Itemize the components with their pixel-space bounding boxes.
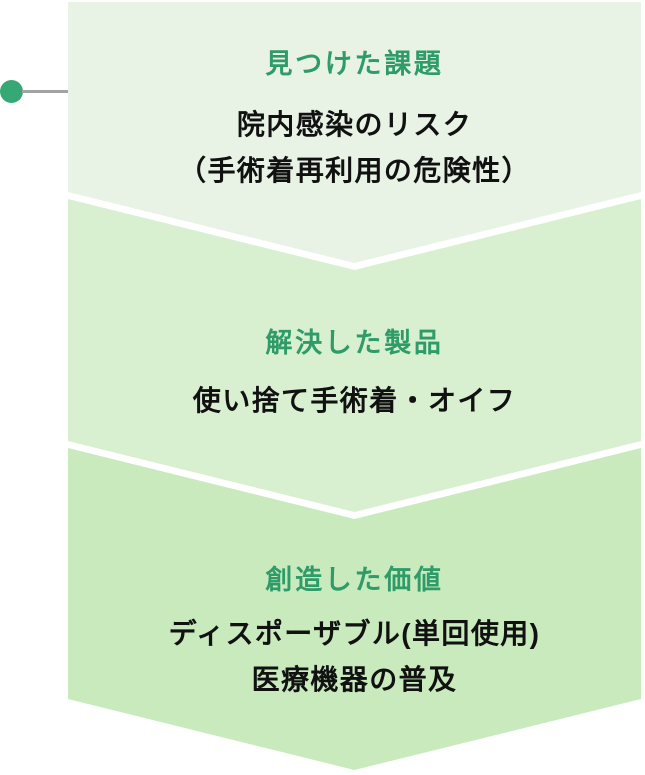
step-problem-body-line-1: 院内感染のリスク bbox=[236, 109, 473, 140]
step-value-body-line-1: ディスポーザブル(単回使用) bbox=[168, 618, 541, 649]
step-product: 解決した製品 使い捨て手術着・オイフ bbox=[68, 325, 641, 424]
timeline-dot-icon bbox=[0, 80, 23, 103]
step-value-body-line-2: 医療機器の普及 bbox=[251, 664, 458, 695]
step-problem-title: 見つけた課題 bbox=[265, 49, 444, 79]
step-value: 創造した価値 ディスポーザブル(単回使用) 医療機器の普及 bbox=[68, 562, 641, 703]
step-product-title: 解決した製品 bbox=[265, 328, 444, 358]
timeline-connector-line bbox=[22, 90, 68, 93]
step-product-body-line-1: 使い捨て手術着・オイフ bbox=[192, 385, 517, 416]
step-problem: 見つけた課題 院内感染のリスク （手術着再利用の危険性） bbox=[68, 46, 641, 194]
step-problem-body-line-2: （手術着再利用の危険性） bbox=[178, 155, 531, 186]
step-value-title: 創造した価値 bbox=[265, 565, 444, 595]
